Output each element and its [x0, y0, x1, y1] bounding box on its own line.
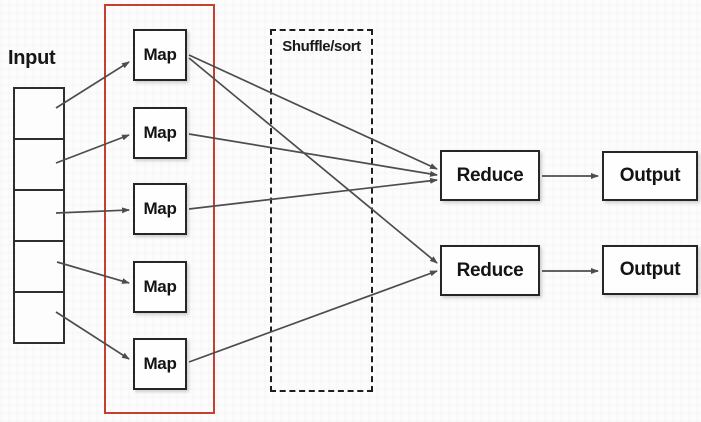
- map-node-2: Map: [133, 107, 187, 159]
- input-cell-5: [13, 291, 65, 344]
- reduce-node-label: Reduce: [456, 259, 524, 281]
- input-cell-1: [13, 87, 65, 140]
- output-node-label: Output: [619, 165, 681, 186]
- input-stack: [13, 87, 65, 344]
- map-node-5: Map: [133, 338, 187, 390]
- input-cell-2: [13, 138, 65, 191]
- input-cell-3: [13, 189, 65, 242]
- map-node-4: Map: [133, 261, 187, 313]
- map-node-label: Map: [143, 354, 177, 373]
- output-node-label: Output: [619, 259, 681, 280]
- output-node-1: Output: [602, 151, 698, 201]
- map-node-label: Map: [143, 277, 177, 296]
- map-node-3: Map: [133, 183, 187, 235]
- reduce-node-1: Reduce: [440, 150, 540, 201]
- output-node-2: Output: [602, 245, 698, 295]
- input-cell-4: [13, 240, 65, 293]
- map-node-1: Map: [133, 29, 187, 81]
- shuffle-sort-label: Shuffle/sort: [282, 38, 361, 55]
- reduce-node-label: Reduce: [456, 164, 524, 186]
- shuffle-sort-box: Shuffle/sort: [270, 29, 373, 392]
- map-node-label: Map: [143, 199, 177, 218]
- map-node-label: Map: [143, 123, 177, 142]
- map-node-label: Map: [143, 45, 177, 64]
- input-label: Input: [8, 47, 56, 69]
- reduce-node-2: Reduce: [440, 245, 540, 296]
